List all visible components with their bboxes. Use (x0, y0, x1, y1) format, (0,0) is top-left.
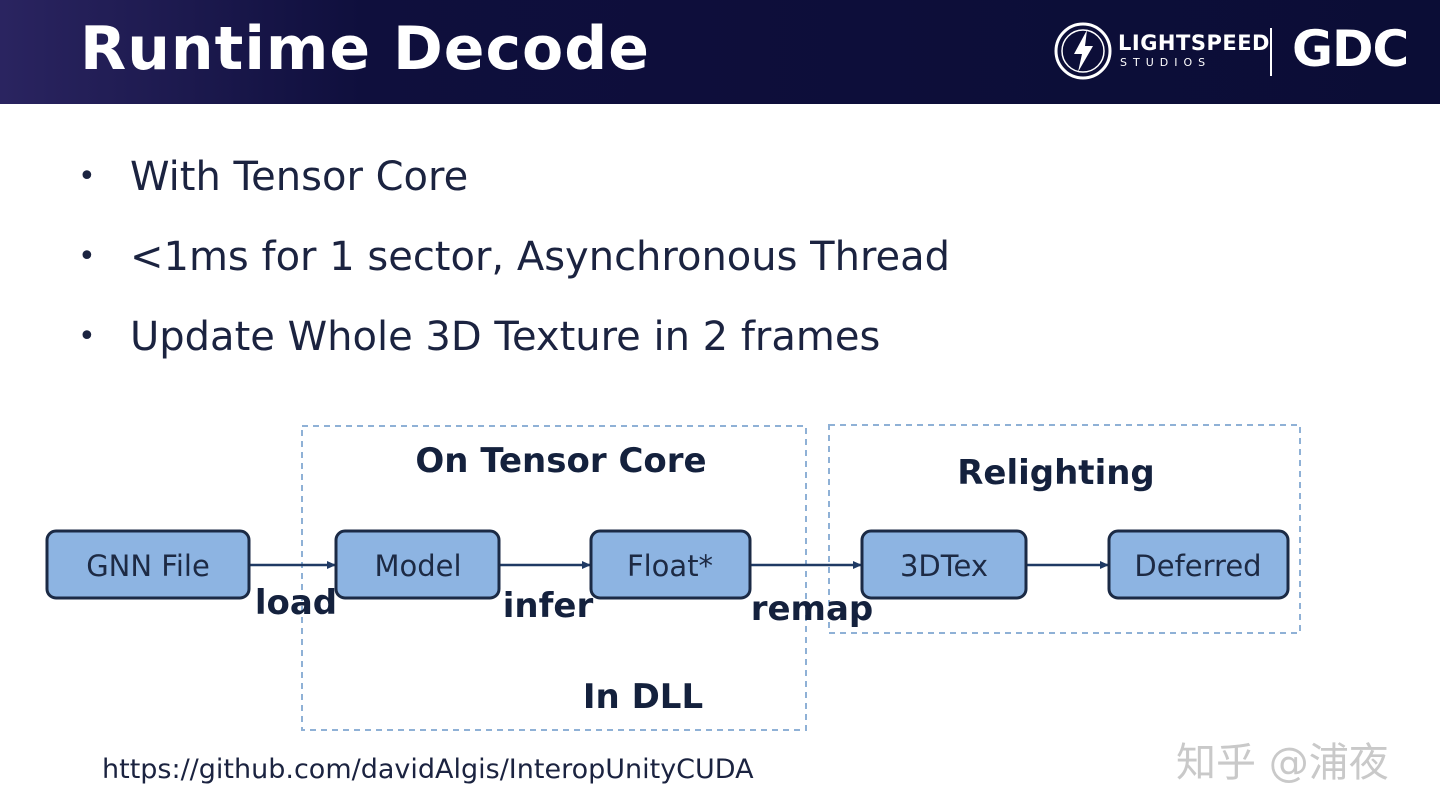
node-float: Float* (589, 529, 752, 600)
slide-title: Runtime Decode (80, 14, 650, 84)
bullet-text: With Tensor Core (130, 154, 469, 200)
node-label: 3DTex (900, 549, 988, 583)
logo-divider (1270, 28, 1272, 76)
dll-label: In DLL (583, 677, 703, 717)
lightspeed-logo-icon (1054, 22, 1112, 80)
node-3dtex: 3DTex (860, 529, 1028, 600)
tensor-core-label: On Tensor Core (415, 441, 706, 481)
node-label: Deferred (1134, 549, 1261, 583)
node-label: GNN File (86, 549, 210, 583)
gdc-logo: GDC (1292, 20, 1409, 78)
bullet-dot-icon: • (78, 159, 96, 194)
node-gnn-file: GNN File (45, 529, 251, 600)
node-deferred: Deferred (1107, 529, 1290, 600)
relighting-region (828, 424, 1301, 634)
bullet-text: <1ms for 1 sector, Asynchronous Thread (130, 234, 951, 280)
node-label: Float* (627, 549, 713, 583)
watermark: 知乎 @浦夜 (1176, 740, 1389, 786)
studio-subtitle: STUDIOS (1120, 56, 1212, 69)
bullet-text: Update Whole 3D Texture in 2 frames (130, 314, 881, 360)
node-label: Model (374, 549, 461, 583)
bullet-dot-icon: • (78, 319, 96, 354)
edge-label-remap: remap (751, 589, 874, 629)
bullet-dot-icon: • (78, 239, 96, 274)
relighting-label: Relighting (957, 453, 1155, 493)
studio-name: LIGHTSPEED (1118, 31, 1270, 55)
node-model: Model (334, 529, 501, 600)
edge-label-load: load (255, 583, 337, 623)
edge-label-infer: infer (503, 586, 594, 626)
github-link[interactable]: https://github.com/davidAlgis/InteropUni… (102, 754, 754, 785)
tensor-core-region (301, 425, 807, 731)
header-bar: Runtime Decode LIGHTSPEED STUDIOS GDC (0, 0, 1440, 104)
